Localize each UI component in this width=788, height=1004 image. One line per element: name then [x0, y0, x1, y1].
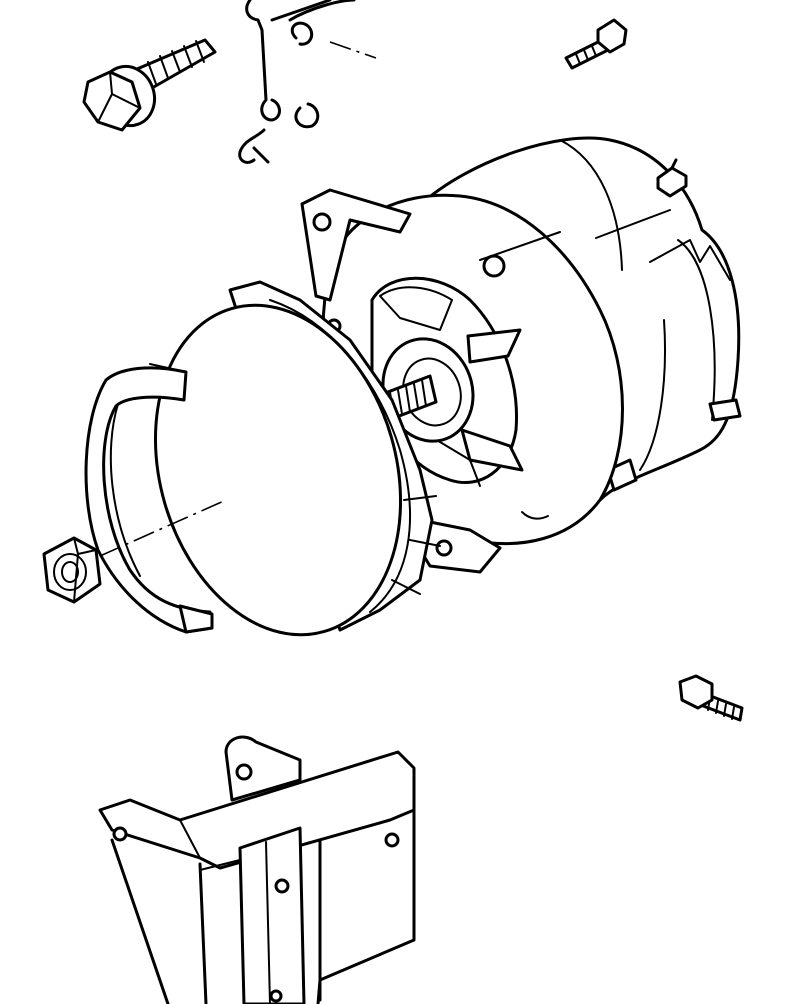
adjuster-bolt-top-left	[82, 38, 217, 132]
axis-centerline	[99, 499, 227, 557]
lock-washers	[290, 21, 377, 129]
fan-shroud-ring	[84, 363, 214, 634]
alternator	[300, 136, 742, 574]
mounting-bracket	[98, 735, 416, 1004]
short-bolt-top-right	[564, 18, 628, 70]
mounting-bolt-right	[678, 674, 744, 722]
adjuster-strap-link	[238, 0, 356, 164]
pulley-cover	[153, 280, 441, 637]
pulley-nut	[42, 536, 102, 604]
